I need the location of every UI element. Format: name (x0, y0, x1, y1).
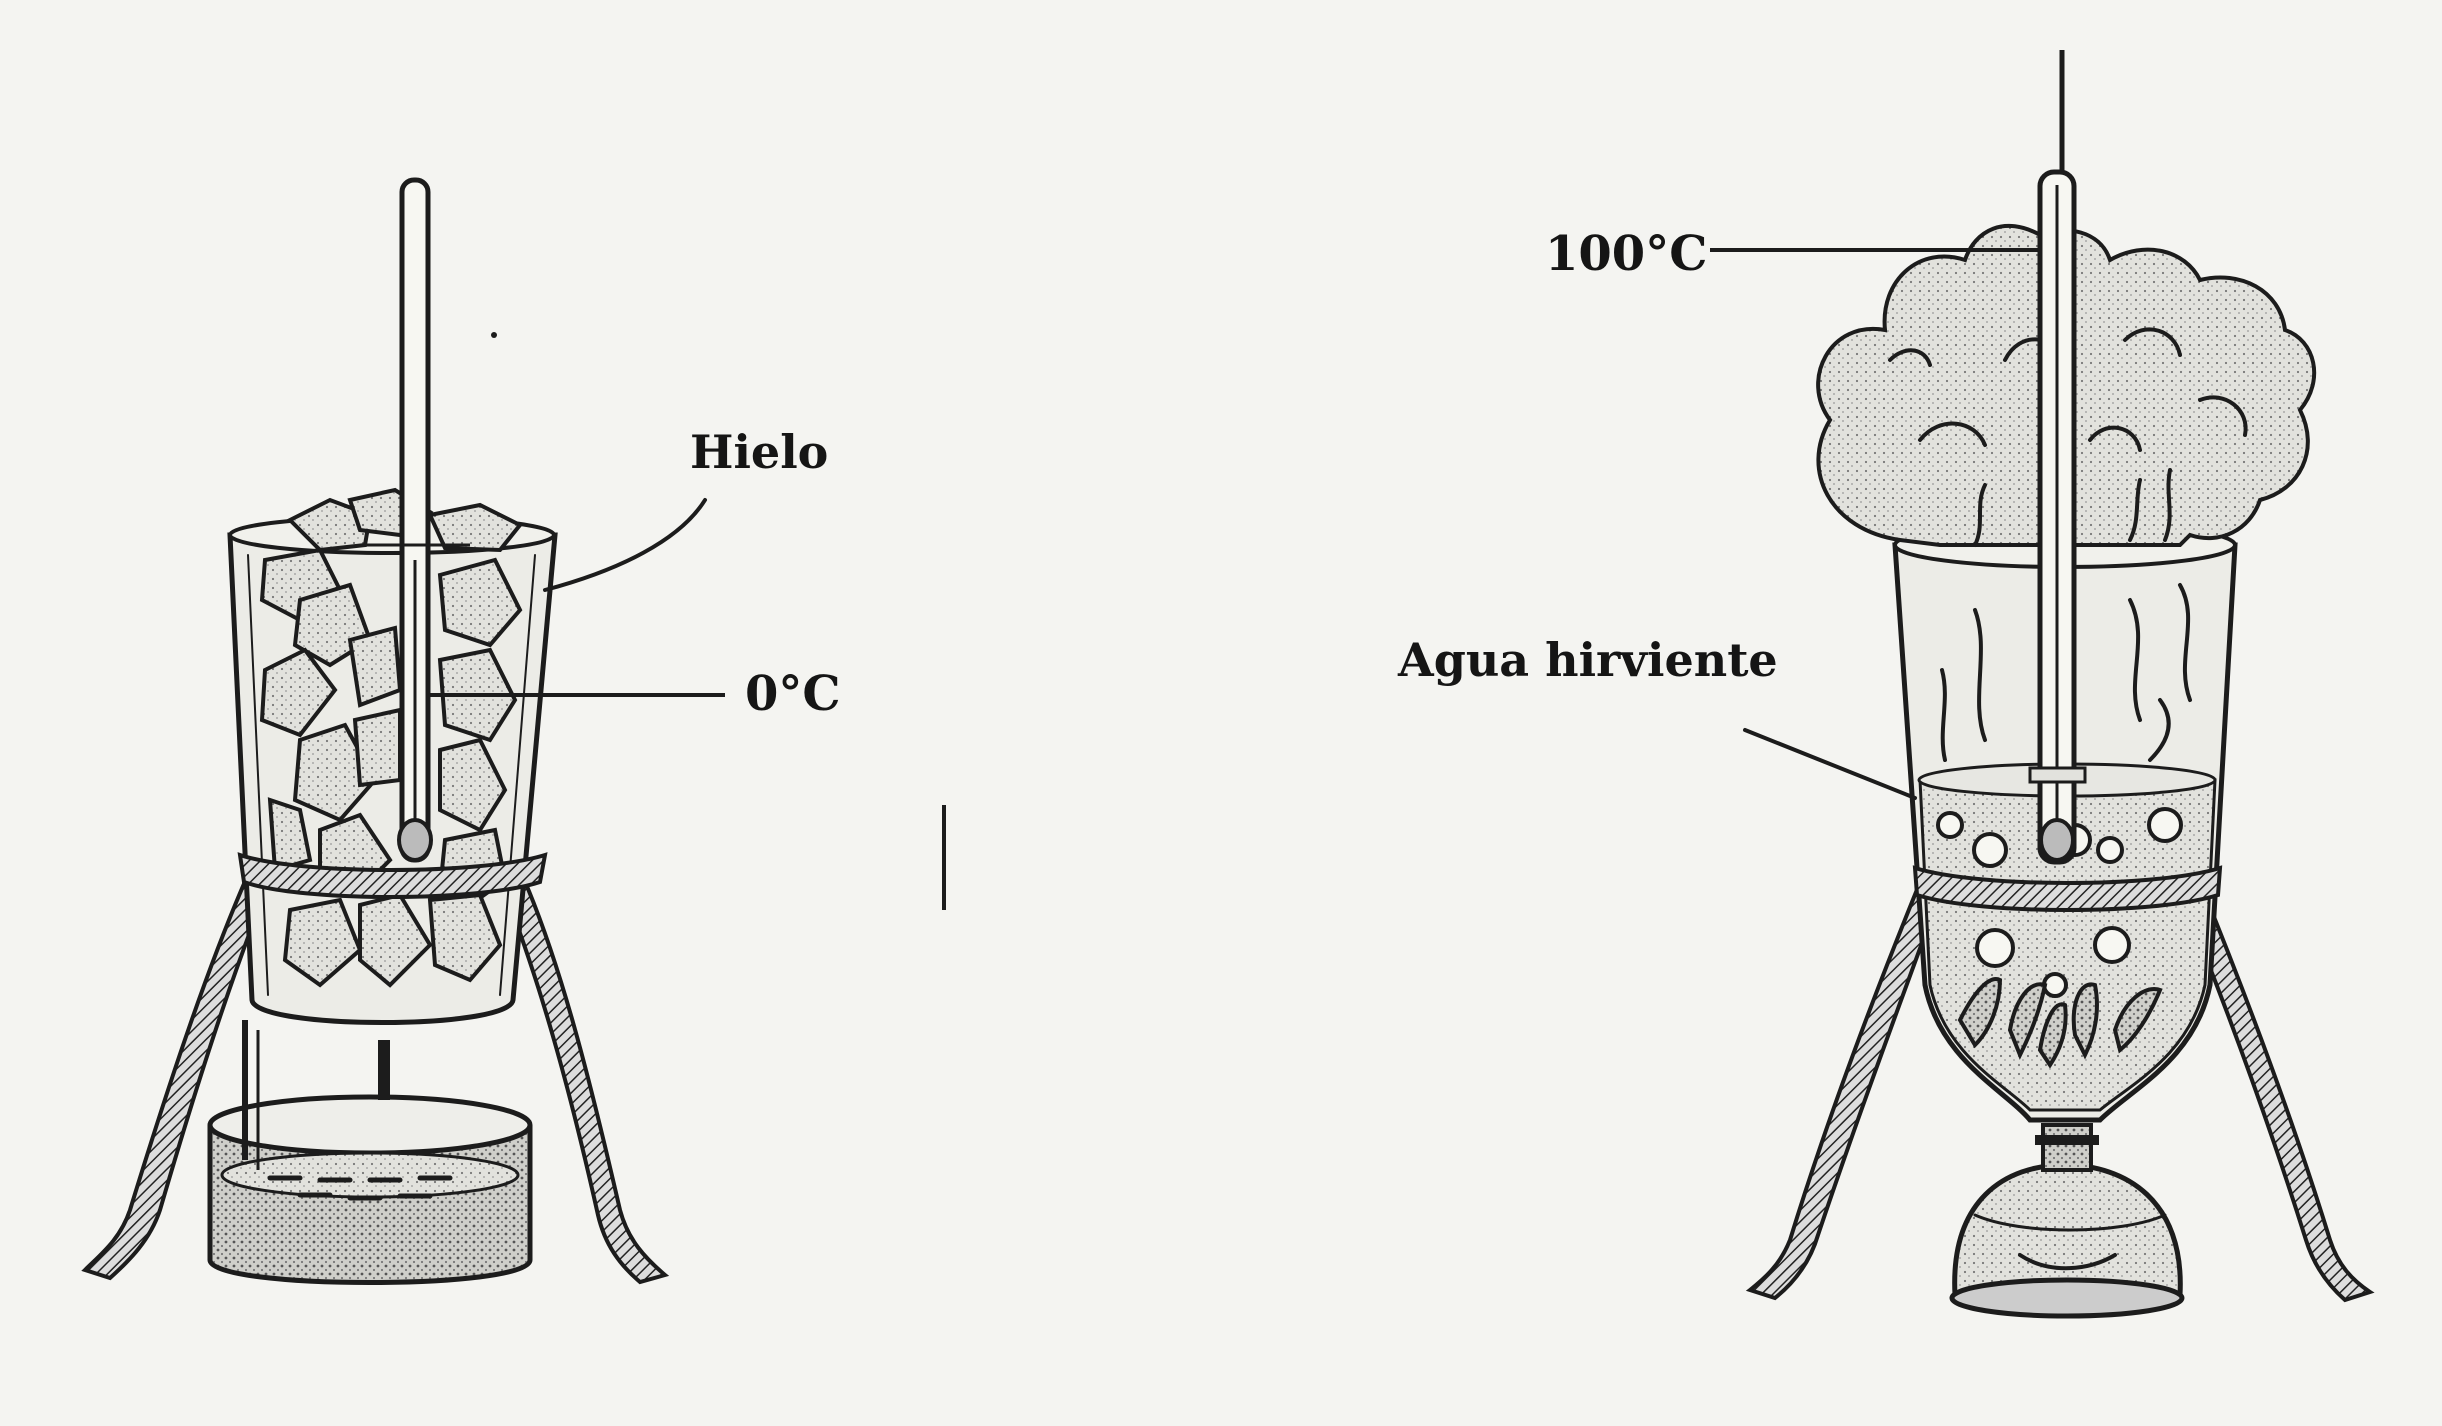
left-tripod (81, 867, 670, 1285)
ice-leader-line (543, 498, 707, 592)
zero-degree-label: 0°C (745, 666, 841, 722)
alcohol-lamp-dish (207, 1020, 533, 1285)
right-thermometer (2028, 50, 2087, 865)
boiling-leader-line (1743, 728, 1917, 800)
flame (1957, 977, 2163, 1069)
boiling-water-label: Agua hirviente (1397, 633, 1778, 687)
ice-apparatus: Hielo 0°C (81, 177, 841, 1285)
ice-beaker (227, 487, 558, 1025)
hundred-degree-label: 100°C (1545, 226, 1707, 282)
ice-label: Hielo (690, 425, 828, 479)
left-thermometer (360, 177, 470, 863)
right-tripod (1745, 867, 2375, 1303)
bunsen-burner (1949, 1123, 2185, 1319)
boiling-apparatus: 100°C Agua hirviente (1397, 50, 2375, 1319)
dot-mark (491, 332, 497, 338)
vapor-swirls (1940, 583, 2192, 762)
